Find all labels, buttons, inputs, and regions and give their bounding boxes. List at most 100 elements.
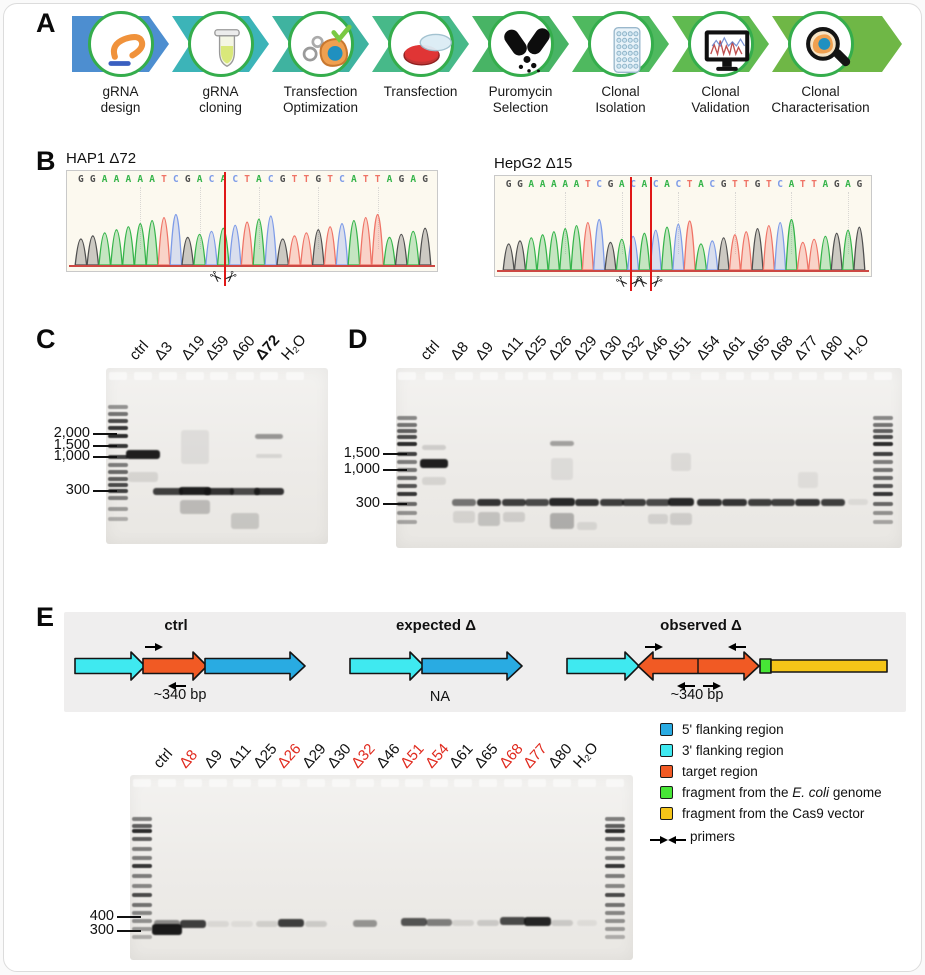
chromatogram-panel: HAP1 Δ72GGAAAAATCGACACTACGTTGTCATTAGAG✂✂…	[0, 0, 925, 320]
sequence-base: T	[743, 179, 750, 190]
sequence-base: C	[652, 179, 659, 190]
sequence-base: T	[765, 179, 772, 190]
sequence-base: A	[698, 179, 704, 190]
sequence-base: A	[539, 179, 546, 190]
sequence-base: G	[607, 179, 614, 190]
chromatogram-gridline	[734, 192, 736, 254]
sequence-base: A	[822, 179, 829, 190]
sequence-base: A	[528, 179, 535, 190]
sequence-base: C	[709, 179, 716, 190]
sequence-base: T	[327, 174, 333, 185]
legend-item: 5' flanking region	[660, 722, 910, 738]
sequence-base: G	[856, 179, 863, 190]
sequence-base: A	[410, 174, 417, 185]
legend-label: 3' flanking region	[682, 743, 784, 758]
sequence-base: G	[517, 179, 523, 190]
sequence-base: C	[675, 179, 682, 190]
construct-caption-observed: ~340 bp	[670, 687, 724, 703]
sequence-base: G	[422, 174, 428, 185]
sequence-base: G	[184, 174, 191, 185]
sequence-base: A	[196, 174, 203, 185]
sequence-base: T	[244, 174, 250, 185]
sequence-base: A	[137, 174, 144, 185]
sequence-base: A	[788, 179, 795, 190]
sequence-base: G	[279, 174, 286, 185]
chromatogram-trace	[495, 190, 871, 274]
chromatogram-gridline	[565, 192, 567, 254]
sequence-base: T	[291, 174, 298, 185]
construct-caption-expected: NA	[429, 689, 451, 705]
legend-item: target region	[660, 764, 910, 780]
sequence-base: A	[573, 179, 580, 190]
construct-caption-ctrl: ~340 bp	[153, 687, 207, 703]
chromatogram-title: HepG2 Δ15	[494, 155, 573, 172]
sequence-base: G	[398, 174, 405, 185]
sequence-base: A	[125, 174, 132, 185]
sequence-base: C	[232, 174, 239, 185]
sequence-base: T	[362, 174, 369, 185]
chromatogram-title: HAP1 Δ72	[66, 150, 137, 167]
construct-title-observed: observed Δ	[660, 617, 742, 634]
sequence-base: A	[350, 174, 357, 185]
legend-label-part: fragment from the	[682, 785, 793, 800]
sequence-base: G	[505, 179, 512, 190]
sequence-base: C	[172, 174, 179, 185]
sequence-base: T	[303, 174, 310, 185]
cut-site-line	[650, 177, 653, 291]
legend-label: fragment from the Cas9 vector	[682, 806, 865, 821]
sequence-base: A	[149, 174, 155, 185]
chromatogram-gridline	[377, 187, 379, 249]
sequence-base: C	[208, 174, 215, 185]
sequence-base: A	[618, 179, 625, 190]
legend-swatch	[660, 765, 673, 778]
sequence-base: T	[799, 179, 806, 190]
chromatogram-gridline	[678, 192, 680, 254]
sequence-base: G	[754, 179, 761, 190]
legend-label: target region	[682, 764, 758, 779]
sequence-base: T	[686, 179, 693, 190]
chromatogram-hap1: GGAAAAATCGACACTACGTTGTCATTAGAG	[66, 170, 438, 272]
legend-item: fragment from the E. coli genome	[660, 785, 910, 801]
primers-icon	[650, 832, 686, 850]
chromatogram-baseline	[497, 270, 869, 272]
panel-label-a: A	[36, 8, 56, 38]
legend-label: 5' flanking region	[682, 722, 784, 737]
sequence-base: T	[732, 179, 738, 190]
sequence-base: A	[664, 179, 670, 190]
chromatogram-gridline	[621, 192, 623, 254]
sequence-base: T	[374, 174, 381, 185]
cut-site-line	[223, 172, 226, 286]
panel-label-d: D	[348, 324, 368, 354]
sequence-base: T	[811, 179, 817, 190]
sequence-base: G	[315, 174, 322, 185]
sequence-base: G	[720, 179, 727, 190]
legend-label-part: E. coli	[792, 785, 830, 800]
chromatogram-baseline	[69, 265, 435, 267]
legend-swatch	[660, 744, 673, 757]
legend-swatch	[660, 723, 673, 736]
chromatogram-gridline	[318, 187, 320, 249]
chromatogram-gridline	[199, 187, 201, 249]
legend-swatch	[660, 807, 673, 820]
sequence-base: T	[161, 174, 167, 185]
sequence-base: A	[101, 174, 108, 185]
sequence-base: G	[89, 174, 96, 185]
sequence-base: A	[551, 179, 557, 190]
sequence-base: A	[256, 174, 262, 185]
legend-label: primers	[690, 829, 736, 844]
sequence-base: G	[78, 174, 84, 185]
chromatogram-gridline	[140, 187, 142, 249]
sequence-base: C	[339, 174, 345, 185]
sequence-base: C	[596, 179, 603, 190]
sequence-base: A	[220, 174, 226, 185]
sequence-base: A	[641, 179, 648, 190]
legend-swatch	[660, 786, 673, 799]
sequence-base: A	[845, 179, 851, 190]
legend-item: fragment from the Cas9 vector	[660, 806, 910, 822]
chromatogram-gridline	[258, 187, 260, 249]
legend-label-part: genome	[829, 785, 882, 800]
chromatogram-trace	[67, 185, 437, 269]
sequence-base: A	[113, 174, 120, 185]
